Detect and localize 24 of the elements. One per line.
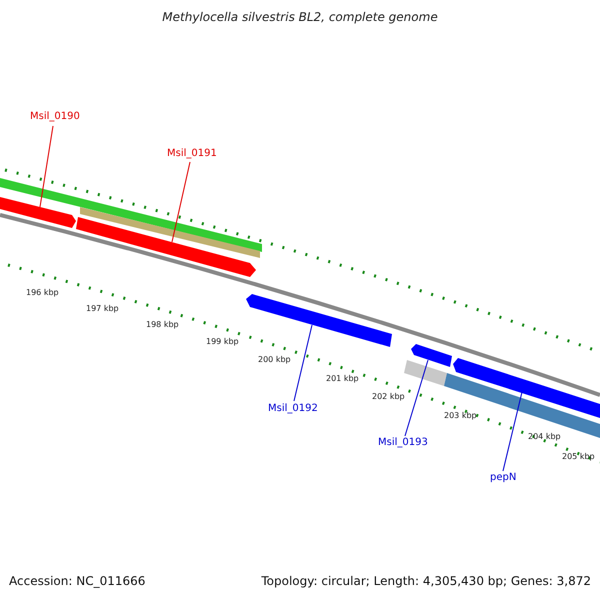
gene-bar: [411, 344, 452, 367]
scale-label: 200 kbp: [258, 355, 291, 364]
title: Methylocella silvestris BL2, complete genome: [161, 10, 439, 24]
leader-line: [502, 392, 522, 472]
scale-label: 203 kbp: [444, 411, 477, 420]
scale-label: 202 kbp: [372, 392, 405, 401]
gene-label: Msil_0191: [167, 148, 217, 159]
scale-label: 205 kbp: [562, 452, 595, 461]
leader-line: [404, 360, 428, 436]
gene-label: Msil_0192: [268, 403, 318, 414]
gene-bar: [0, 197, 76, 228]
footer-text: Accession: NC_011666: [9, 574, 146, 588]
gene-bar: [76, 217, 256, 277]
gene-label: Msil_0190: [30, 111, 80, 122]
leader-line: [172, 162, 190, 242]
scale-label: 197 kbp: [86, 304, 119, 313]
footer-text: Topology: circular; Length: 4,305,430 bp; Genes: 3,872: [261, 574, 591, 588]
gene-bar: [246, 294, 392, 347]
gene-label: Msil_0193: [378, 437, 428, 448]
leader-line: [40, 126, 54, 208]
gene-label: pepN: [490, 472, 516, 483]
scale-label: 198 kbp: [146, 320, 179, 329]
scale-label: 201 kbp: [326, 374, 359, 383]
leader-line: [294, 324, 312, 402]
